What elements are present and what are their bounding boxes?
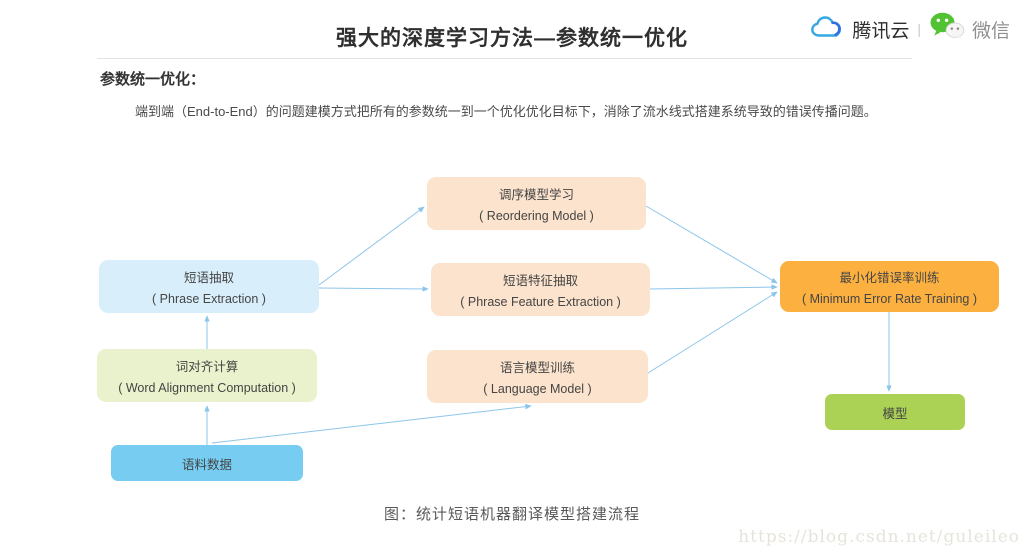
wechat-label: 微信 (971, 20, 1010, 42)
watermark-url: https://blog.csdn.net/guleileo (738, 527, 1020, 547)
figure-caption: 图：统计短语机器翻译模型搭建流程 (383, 506, 640, 523)
node-subtitle: ( Reordering Model ) (479, 209, 594, 223)
edge-phrase-extraction-to-reordering-model (318, 206, 425, 286)
page-title: 强大的深度学习方法—参数统一优化 (336, 27, 688, 50)
node-title: 语料数据 (181, 457, 232, 472)
tencent-cloud-icon (807, 13, 845, 46)
node-title: 词对齐计算 (175, 360, 239, 374)
node-subtitle: ( Phrase Extraction ) (152, 292, 266, 306)
wechat-icon (929, 11, 965, 47)
edge-phrase-feature-to-mert (649, 284, 778, 290)
edge-language-model-to-mert (647, 291, 778, 374)
tencent-cloud-label: 腾讯云 (852, 20, 910, 42)
node-title: 最小化错误率训练 (839, 271, 940, 285)
edge-reordering-model-to-mert (645, 205, 778, 284)
node-phrase-feature-extraction: 短语特征抽取 ( Phrase Feature Extraction ) (431, 263, 650, 316)
node-word-alignment: 词对齐计算 ( Word Alignment Computation ) (97, 349, 317, 402)
node-min-error-rate-training: 最小化错误率训练 ( Minimum Error Rate Training ) (780, 261, 999, 312)
node-subtitle: ( Phrase Feature Extraction ) (460, 295, 621, 309)
node-subtitle: ( Word Alignment Computation ) (118, 381, 296, 395)
brand-separator: | (917, 21, 921, 37)
node-corpus-data: 语料数据 (111, 445, 303, 481)
node-reordering-model: 调序模型学习 ( Reordering Model ) (427, 177, 646, 230)
node-subtitle: ( Minimum Error Rate Training ) (801, 292, 978, 306)
brand-logos: 腾讯云 | 微信 (807, 11, 1010, 47)
edge-corpus-data-to-language-model (211, 403, 532, 444)
node-title: 语言模型训练 (499, 361, 575, 375)
node-title: 模型 (882, 406, 908, 421)
node-title: 调序模型学习 (498, 188, 574, 202)
section-heading: 参数统一优化： (100, 71, 206, 88)
node-title: 短语特征抽取 (502, 274, 578, 288)
node-phrase-extraction: 短语抽取 ( Phrase Extraction ) (99, 260, 319, 313)
node-language-model: 语言模型训练 ( Language Model ) (427, 350, 648, 403)
node-subtitle: ( Language Model ) (483, 382, 592, 396)
edge-phrase-extraction-to-phrase-feature (318, 286, 429, 292)
section-body: 端到端（End-to-End）的问题建模方式把所有的参数统一到一个优化优化目标下… (135, 104, 877, 119)
node-title: 短语抽取 (183, 271, 234, 285)
header-divider (97, 58, 912, 59)
node-model: 模型 (825, 394, 965, 430)
